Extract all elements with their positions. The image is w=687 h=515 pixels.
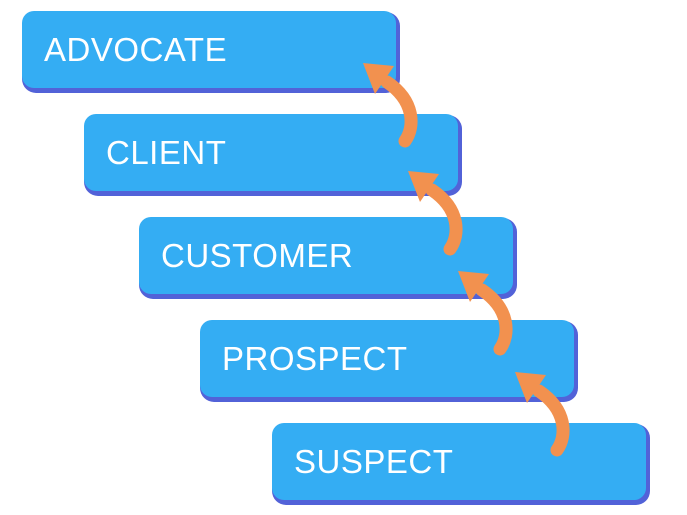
curved-up-arrow-icon (444, 265, 514, 361)
step-advocate: ADVOCATE (22, 11, 396, 88)
step-prospect: PROSPECT (200, 320, 574, 397)
curved-up-arrow-icon (349, 57, 419, 153)
step-label: ADVOCATE (44, 30, 228, 68)
step-label: SUSPECT (294, 442, 454, 480)
curved-up-arrow-icon (394, 165, 464, 261)
step-label: CLIENT (106, 133, 227, 171)
step-client: CLIENT (84, 114, 458, 191)
curved-up-arrow-icon (501, 366, 571, 462)
step-suspect: SUSPECT (272, 423, 646, 500)
step-label: CUSTOMER (161, 236, 354, 274)
step-customer: CUSTOMER (139, 217, 513, 294)
step-label: PROSPECT (222, 339, 408, 377)
